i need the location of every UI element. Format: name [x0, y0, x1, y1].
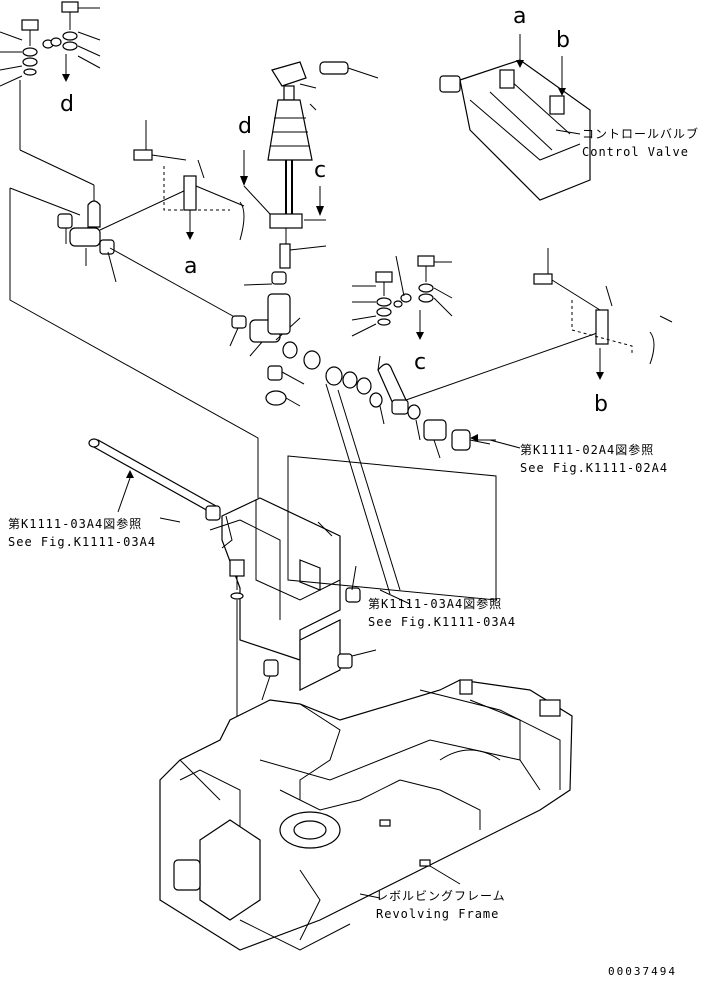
bolt-washer-group-top-left [0, 1, 101, 205]
marker-b-valve: b [556, 28, 570, 53]
reference-03A4-center-label-ja: 第K1111-03A4図参照 [368, 597, 503, 611]
revolving-frame-label-ja: レボルビングフレーム [376, 889, 506, 903]
reference-03A4-left-label-en: See Fig.K1111-03A4 [8, 535, 157, 549]
control-valve-block [439, 34, 591, 201]
marker-d-top-left: d [60, 92, 74, 117]
marker-b-right: b [594, 392, 608, 417]
label-leader-lines [159, 129, 581, 899]
lever-stand-bracket [209, 455, 497, 760]
revolving-frame [159, 679, 573, 951]
central-control-lever [243, 61, 327, 335]
marker-a-valve: a [513, 4, 527, 29]
long-shaft [88, 438, 221, 521]
small-parts-below-lever [265, 341, 401, 595]
lever-marker-arrows [240, 150, 324, 216]
control-valve-label-ja: コントロールバルブ [582, 127, 700, 141]
right-linkage-assembly [369, 331, 601, 459]
marker-c-right: c [414, 350, 427, 375]
reference-03A4-left-label-ja: 第K1111-03A4図参照 [8, 517, 143, 531]
reference-02A4-label-ja: 第K1111-02A4図参照 [520, 443, 655, 457]
bolt-washer-group-right [351, 255, 453, 340]
reference-03A4-center-label-en: See Fig.K1111-03A4 [368, 615, 517, 629]
left-bracket-with-bolt [133, 120, 245, 241]
drawing-number: 00037494 [608, 965, 677, 978]
control-valve-label-en: Control Valve [582, 145, 689, 159]
revolving-frame-label-en: Revolving Frame [376, 907, 500, 921]
marker-a-left: a [184, 254, 198, 279]
lever-bolt [319, 61, 379, 79]
marker-c-lever: c [314, 158, 327, 183]
right-bracket-with-bolt [533, 248, 673, 380]
left-linkage-assembly [9, 187, 301, 498]
reference-02A4-label-en: See Fig.K1111-02A4 [520, 461, 669, 475]
marker-d-lever: d [238, 114, 252, 139]
